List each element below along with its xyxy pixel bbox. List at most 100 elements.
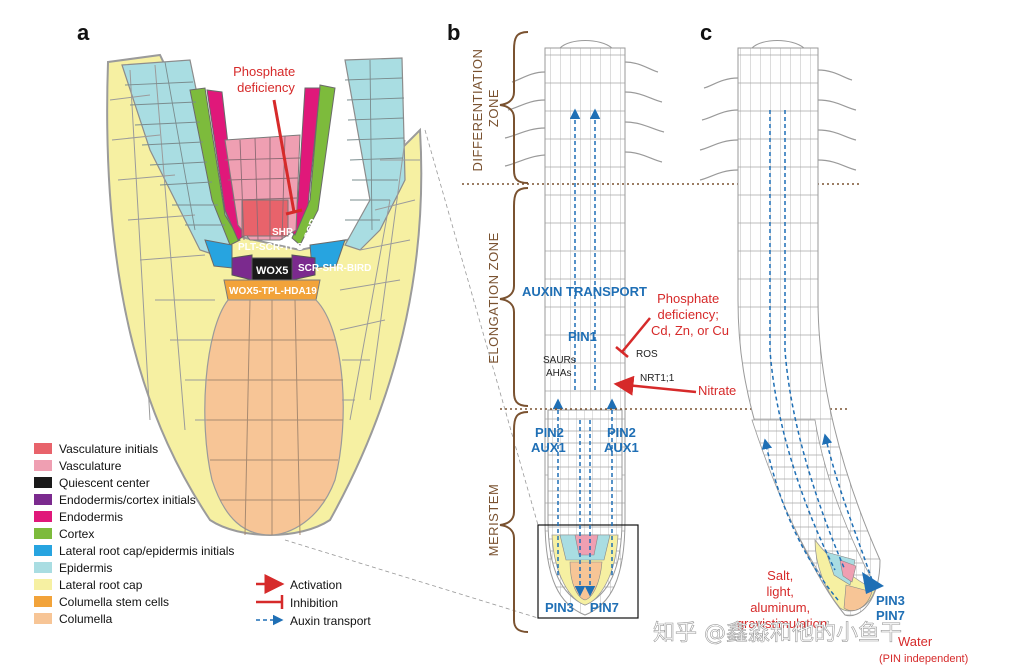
- panel-b-root: DIFFERENTIATION ZONE ELONGATION ZONE MER…: [462, 31, 862, 633]
- legend-swatch: [34, 596, 52, 607]
- legend-label: Vasculature initials: [59, 442, 158, 456]
- pin2-aux1-right: PIN2 AUX1: [604, 425, 640, 455]
- legend-label: Endodermis: [59, 510, 123, 524]
- pin-triangle-c: [862, 572, 884, 594]
- phosphate-b-line2: deficiency;: [657, 307, 718, 322]
- pin2-aux1-left: PIN2 AUX1: [531, 425, 568, 455]
- nrt-label: NRT1;1: [640, 373, 675, 384]
- endodermis-cortex-initials-left: [231, 254, 253, 281]
- legend-swatch: [34, 613, 52, 624]
- nitrate-label: Nitrate: [698, 383, 736, 398]
- activation-label: Activation: [290, 578, 342, 592]
- watermark: 知乎 @鑫淼和他的小鱼干: [653, 621, 902, 646]
- inhibition-bar-a: [285, 208, 303, 216]
- connector-bottom: [284, 539, 539, 619]
- legend-swatch: [34, 494, 52, 505]
- shr-label: SHR: [272, 227, 294, 238]
- phosphate-line1-a: Phosphate: [233, 64, 295, 79]
- legend-swatch: [34, 477, 52, 488]
- pin2-right: PIN2: [607, 425, 636, 440]
- lrc-cell-grid: [109, 64, 420, 431]
- bracket-elongation: [499, 187, 529, 407]
- tip-columella-c: [843, 584, 873, 611]
- wox5-tpl-label: WOX5-TPL-HDA19: [229, 286, 317, 297]
- pin3-label-c: PIN3: [876, 593, 905, 608]
- pin-independent-label: (PIN independent): [879, 653, 968, 665]
- pin1-label: PIN1: [568, 329, 597, 344]
- stress-label: Salt, light, aluminum, gravistimulation: [737, 568, 827, 631]
- elongation-zone-label: ELONGATION ZONE: [486, 232, 501, 364]
- legend-swatch: [34, 562, 52, 573]
- bracket-differentiation: [499, 31, 529, 184]
- phosphate-line2-a: deficiency: [237, 80, 295, 95]
- stress-line4: gravistimulation: [737, 616, 827, 631]
- auxin-transport-arrows-c: [761, 110, 873, 601]
- legend-swatch: [34, 545, 52, 556]
- columella-cell-grid: [206, 299, 343, 536]
- panel-c-root: PIN3 PIN7 Salt, light, aluminum, gravist…: [699, 40, 968, 665]
- auxin-transport-heading: AUXIN TRANSPORT: [522, 284, 647, 299]
- legend-label: Columella stem cells: [59, 595, 169, 609]
- legend: Vasculature initialsVasculatureQuiescent…: [34, 442, 234, 626]
- phosphate-b-line3: Cd, Zn, or Cu: [651, 323, 729, 338]
- cortex-right: [291, 84, 336, 246]
- meristem-label: MERISTEM: [486, 484, 501, 557]
- legend-swatch: [34, 511, 52, 522]
- aux1-right: AUX1: [604, 440, 639, 455]
- plt-label: PLT-SCR-TPC: [238, 242, 303, 253]
- legend-label: Endodermis/cortex initials: [59, 493, 196, 507]
- bracket-meristem: [499, 411, 529, 633]
- legend-label: Quiescent center: [59, 476, 150, 490]
- aux1-left: AUX1: [531, 440, 566, 455]
- saurs-label: SAURs: [543, 355, 576, 366]
- ahas-label: AHAs: [546, 368, 572, 379]
- pin7-label-c: PIN7: [876, 608, 905, 623]
- tip-vasculature-b: [574, 534, 599, 556]
- phosphate-label-a: Phosphate deficiency: [233, 64, 299, 95]
- stress-line1: Salt,: [767, 568, 793, 583]
- inhibition-bar-b: [615, 346, 629, 358]
- legend-swatch: [34, 443, 52, 454]
- differentiation-line1: DIFFERENTIATION: [470, 49, 485, 172]
- stress-line2: light,: [766, 584, 793, 599]
- inhibition-label: Inhibition: [290, 596, 338, 610]
- inhibition-line-b: [621, 317, 651, 353]
- vasculature-initials: [241, 199, 289, 237]
- panel-letter-c: c: [700, 20, 712, 45]
- stress-line3: aluminum,: [750, 600, 810, 615]
- pin7-label-b: PIN7: [590, 600, 619, 615]
- inhibition-line-a: [272, 99, 296, 213]
- root-top-dome-c: [750, 40, 806, 49]
- auxin-transport-arrows-b: [552, 108, 618, 597]
- phosphate-b-line1: Phosphate: [657, 291, 719, 306]
- differentiation-line2: ZONE: [486, 89, 501, 127]
- epidermis-cell-grid: [124, 59, 405, 231]
- auxin-transport-label: Auxin transport: [290, 614, 371, 628]
- panel-letter-b: b: [447, 20, 460, 45]
- nitrate-arrow: [613, 375, 697, 396]
- tip-vasculature-c: [839, 559, 857, 583]
- legend-swatch: [34, 460, 52, 471]
- root-tip-diagram: Phosphate deficiency SHR SCR PLT-SCR-TPC…: [106, 53, 423, 536]
- root-hairs-b: [504, 61, 665, 167]
- endodermis-right: [289, 87, 321, 236]
- cortex-left: [189, 87, 241, 246]
- columella: [204, 299, 344, 536]
- root-hairs-c: [699, 69, 857, 181]
- root-top-dome-b: [558, 40, 614, 49]
- inset-box: [537, 524, 639, 619]
- ros-label: ROS: [636, 349, 658, 360]
- legend-label: Epidermis: [59, 561, 112, 575]
- scr-shr-bird-label: SCR-SHR-BIRD: [298, 263, 371, 274]
- water-label: Water: [898, 634, 933, 649]
- pin2-left: PIN2: [535, 425, 564, 440]
- legend-label: Lateral root cap/epidermis initials: [59, 544, 234, 558]
- pin3-label-b: PIN3: [545, 600, 574, 615]
- connector-top: [424, 129, 539, 526]
- legend-arrows: Activation Inhibition Auxin transport: [256, 574, 371, 628]
- differentiation-zone-label: DIFFERENTIATION ZONE: [470, 45, 501, 172]
- legend-label: Vasculature: [59, 459, 122, 473]
- legend-label: Columella: [59, 612, 113, 626]
- panel-letter-a: a: [77, 20, 90, 45]
